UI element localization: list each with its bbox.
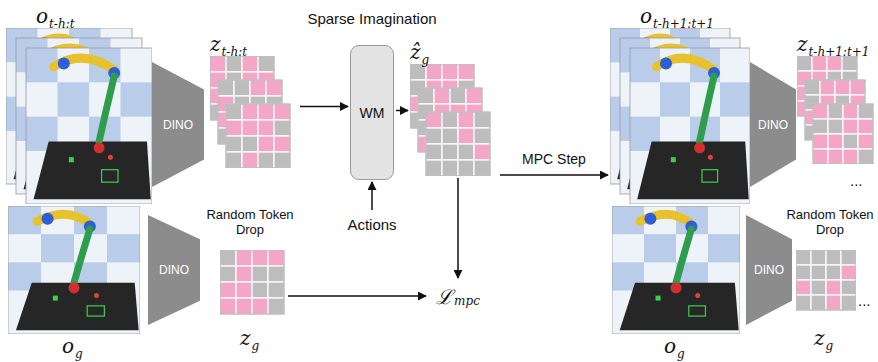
encoder-name: DINO bbox=[754, 263, 784, 277]
ellipsis: ... bbox=[858, 292, 876, 309]
token-grid-graphic bbox=[220, 250, 286, 326]
symbol: ẑ bbox=[410, 40, 421, 64]
input-label: Actions bbox=[334, 212, 410, 236]
subscript: t-h+1:t+1 bbox=[653, 17, 714, 31]
symbol: z bbox=[240, 326, 251, 350]
token-grid-graphic bbox=[210, 56, 298, 168]
robot-scene bbox=[6, 28, 152, 204]
token-grid: zg bbox=[796, 250, 856, 350]
flow-arrow bbox=[500, 174, 608, 176]
subscript: t-h+1:t+1 bbox=[809, 45, 870, 59]
encoder-trapezoid: DINO bbox=[152, 62, 204, 187]
symbol: o bbox=[640, 4, 652, 28]
subscript: t-h:t bbox=[49, 17, 74, 31]
symbol: o bbox=[62, 334, 74, 358]
subscript: g bbox=[677, 347, 685, 361]
goal-image: og bbox=[8, 206, 140, 358]
token-grid-graphic bbox=[410, 64, 498, 176]
robot-scene bbox=[610, 28, 750, 204]
flow-arrow bbox=[300, 106, 348, 108]
token-grid: zt-h:t bbox=[210, 32, 298, 168]
math-label: og bbox=[664, 334, 685, 358]
symbol: z bbox=[814, 326, 825, 350]
symbol: o bbox=[664, 334, 676, 358]
token-grid-graphic bbox=[796, 250, 856, 326]
encoder-trapezoid: DINO bbox=[746, 215, 792, 325]
token-grid: ẑg bbox=[410, 40, 498, 176]
subscript: g bbox=[826, 339, 834, 353]
flow-arrow bbox=[371, 182, 373, 210]
subscript: g bbox=[422, 53, 430, 67]
symbol: ℒ bbox=[436, 283, 453, 310]
operation-label: Random Token Drop bbox=[784, 208, 876, 238]
flow-arrow bbox=[457, 178, 459, 278]
math-label: zt-h+1:t+1 bbox=[797, 32, 869, 56]
subscript: mpc bbox=[454, 294, 480, 308]
math-label: zg bbox=[240, 326, 259, 350]
section-title: Sparse Imagination bbox=[292, 10, 452, 27]
robot-scene bbox=[612, 206, 740, 334]
token-grid-graphic bbox=[797, 56, 875, 164]
subscript: g bbox=[75, 347, 83, 361]
encoder-name: DINO bbox=[163, 118, 193, 132]
operation-label: Random Token Drop bbox=[200, 208, 300, 238]
math-label: ot-h:t bbox=[36, 4, 75, 28]
loss-label: ℒmpc bbox=[428, 280, 488, 312]
encoder-name: DINO bbox=[758, 118, 788, 132]
symbol: o bbox=[36, 4, 48, 28]
edge-label: MPC Step bbox=[520, 151, 588, 167]
math-label: zg bbox=[814, 326, 833, 350]
observation-history-image: ot-h+1:t+1 bbox=[610, 4, 750, 204]
flow-arrow bbox=[288, 295, 426, 297]
token-grid: zt-h+1:t+1 bbox=[797, 32, 875, 164]
world-model-box: WM bbox=[350, 45, 394, 180]
encoder-trapezoid: DINO bbox=[750, 62, 796, 187]
symbol: z bbox=[210, 32, 221, 56]
math-label: og bbox=[62, 334, 83, 358]
model-name: WM bbox=[360, 105, 385, 121]
subscript: g bbox=[252, 339, 260, 353]
subscript: t-h:t bbox=[222, 45, 247, 59]
encoder-name: DINO bbox=[159, 263, 189, 277]
symbol: z bbox=[797, 32, 808, 56]
math-label: zt-h:t bbox=[210, 32, 247, 56]
math-label: ot-h+1:t+1 bbox=[640, 4, 714, 28]
token-grid: zg bbox=[220, 250, 286, 350]
flow-arrow bbox=[396, 110, 408, 112]
label-text: Actions bbox=[347, 216, 396, 233]
goal-image: og bbox=[612, 206, 740, 358]
observation-history-image: ot-h:t bbox=[6, 4, 152, 204]
math-label: ẑg bbox=[410, 40, 429, 64]
ellipsis: ... bbox=[850, 172, 872, 189]
encoder-trapezoid: DINO bbox=[148, 215, 200, 325]
robot-scene bbox=[8, 206, 140, 334]
